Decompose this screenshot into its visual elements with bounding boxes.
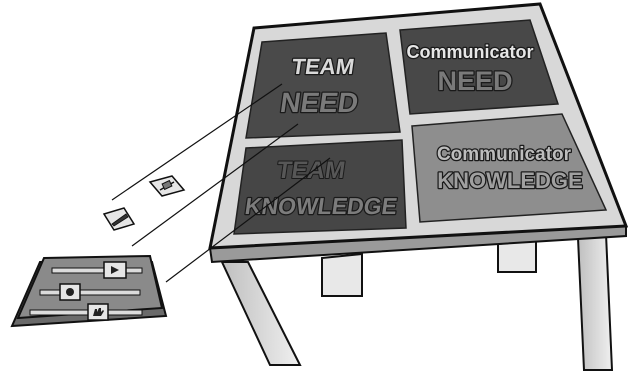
pencil-card: [104, 208, 134, 230]
table-leg-front-right: [578, 234, 612, 370]
table-leg-front-left: [222, 262, 300, 365]
table-leg-back-left: [322, 254, 362, 296]
quadrant-team-need: [246, 33, 400, 138]
communicator-knowledge-line1: Communicator: [437, 144, 572, 165]
communicator-need-line1: Communicator: [406, 42, 533, 62]
eraser-card: [150, 176, 184, 196]
team-knowledge-line1: TEAM: [275, 157, 347, 184]
control-panel: [12, 256, 166, 326]
team-need-line1: TEAM: [290, 54, 356, 79]
communicator-need-line2: NEED: [437, 66, 512, 96]
table-leg-back-right: [498, 240, 536, 272]
communicator-knowledge-line2: KNOWLEDGE: [437, 168, 582, 193]
record-icon: [66, 288, 74, 296]
quadrant-team-knowledge: [234, 140, 406, 234]
team-need-line2: NEED: [278, 87, 360, 118]
